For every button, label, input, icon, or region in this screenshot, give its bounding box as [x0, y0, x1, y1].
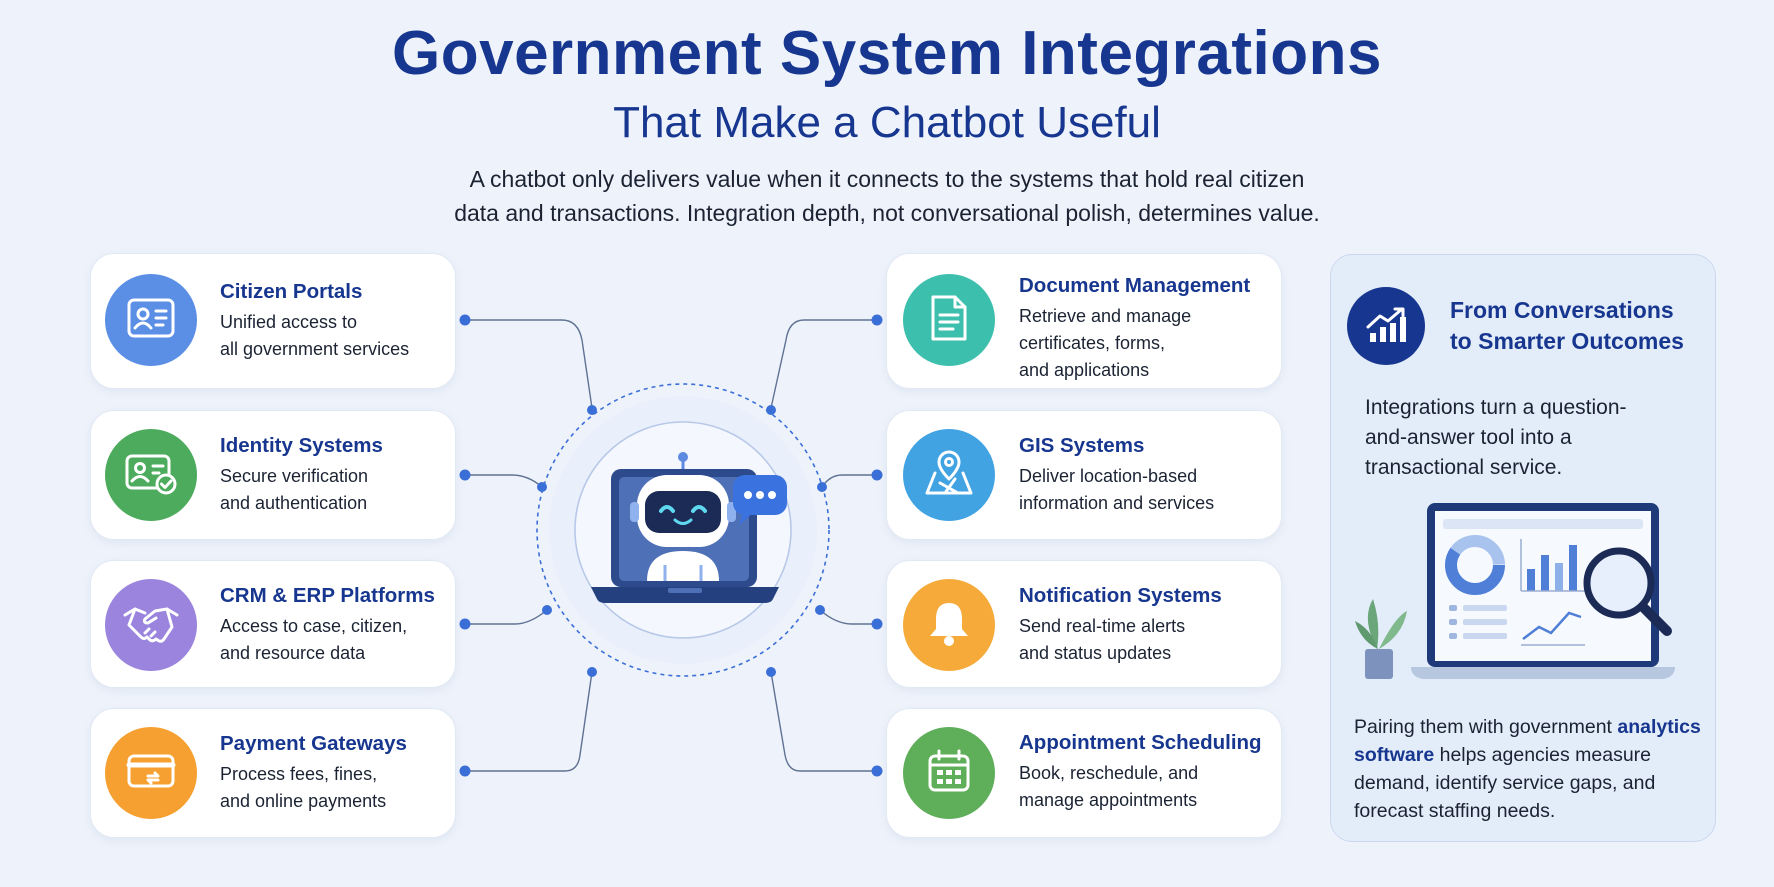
handshake-icon — [123, 603, 179, 648]
circle-appointment-scheduling — [903, 727, 995, 819]
card-gis-systems: GIS Systems Deliver location-based infor… — [886, 410, 1282, 540]
chat-bubble-icon — [733, 475, 787, 525]
card-citizen-portals: Citizen Portals Unified access to all go… — [90, 253, 456, 389]
card-appointment-scheduling: Appointment Scheduling Book, reschedule,… — [886, 708, 1282, 838]
connector-dot — [542, 605, 552, 615]
connector-dot — [459, 618, 471, 630]
connector-dots — [459, 314, 883, 777]
panel-title-line-2: to Smarter Outcomes — [1450, 328, 1684, 354]
card-description: Retrieve and manage certificates, forms,… — [1019, 306, 1192, 380]
connector-payment-gateways — [465, 671, 593, 772]
card-description: Book, reschedule, and manage appointment… — [1019, 763, 1199, 810]
connector-dot — [815, 605, 825, 615]
connector-appointment-scheduling — [770, 671, 877, 772]
circle-notification-systems — [903, 579, 995, 671]
panel-title-line-1: From Conversations — [1450, 297, 1674, 323]
description-line-1: A chatbot only delivers value when it co… — [469, 166, 1305, 192]
connector-dot — [587, 667, 597, 677]
card-description: Deliver location-based information and s… — [1019, 466, 1215, 513]
description-line-2: data and transactions. Integration depth… — [454, 200, 1320, 226]
connector-citizen-portals — [465, 319, 593, 409]
panel-title: From Conversations to Smarter Outcomes — [1450, 295, 1684, 357]
circle-citizen-portals — [105, 274, 197, 366]
verified-id-icon — [124, 450, 178, 501]
connector-dot — [459, 314, 471, 326]
connector-notification-systems — [819, 609, 877, 625]
connector-dot — [766, 667, 776, 677]
growth-chart-icon — [1347, 287, 1425, 365]
credit-card-icon — [126, 750, 176, 797]
card-title: Document Management — [1019, 274, 1251, 297]
card-description: Access to case, citizen, and resource da… — [220, 616, 408, 663]
card-description: Secure verification and authentication — [220, 466, 369, 513]
page-title: Government System Integrations — [391, 19, 1383, 88]
connector-gis-systems — [821, 474, 877, 488]
card-title: Identity Systems — [220, 434, 383, 457]
connector-identity-systems — [465, 474, 543, 488]
connector-dot — [817, 482, 827, 492]
panel-p1-line-2: and-answer tool into a — [1365, 426, 1572, 449]
card-description: Unified access to all government service… — [220, 312, 410, 359]
circle-crm-erp — [105, 579, 197, 671]
map-pin-icon — [923, 449, 975, 502]
connector-dot — [871, 469, 883, 481]
page-subtitle: That Make a Chatbot Useful — [613, 98, 1161, 147]
connector-dot — [871, 618, 883, 630]
connector-dot — [459, 765, 471, 777]
connector-document-management — [770, 319, 877, 409]
connector-dot — [537, 482, 547, 492]
connector-dot — [871, 314, 883, 326]
connector-crm-erp — [465, 609, 548, 625]
panel-paragraph-1: Integrations turn a question- and-answer… — [1365, 393, 1695, 483]
card-description: Process fees, fines, and online payments — [220, 764, 387, 811]
card-document-management: Document Management Retrieve and manage … — [886, 253, 1282, 389]
chatbot-robot-icon — [583, 447, 793, 632]
connector-dot — [871, 765, 883, 777]
calendar-icon — [926, 748, 972, 799]
id-card-icon — [126, 296, 176, 345]
circle-identity-systems — [105, 429, 197, 521]
card-title: GIS Systems — [1019, 434, 1145, 457]
analytics-laptop-illustration — [1351, 499, 1691, 704]
analytics-software-highlight: analytics software — [1354, 716, 1701, 766]
circle-gis-systems — [903, 429, 995, 521]
outcomes-panel: From Conversations to Smarter Outcomes I… — [1330, 254, 1716, 842]
card-title: CRM & ERP Platforms — [220, 584, 435, 607]
outer-dashed-ring — [536, 383, 830, 677]
circle-document-management — [903, 274, 995, 366]
card-identity-systems: Identity Systems Secure verification and… — [90, 410, 456, 540]
card-crm-erp-platforms: CRM & ERP Platforms Access to case, citi… — [90, 560, 456, 688]
panel-p1-line-1: Integrations turn a question- — [1365, 396, 1627, 419]
panel-p1-line-3: transactional service. — [1365, 456, 1563, 479]
card-notification-systems: Notification Systems Send real-time aler… — [886, 560, 1282, 688]
connector-dot — [587, 405, 597, 415]
connector-dot — [766, 405, 776, 415]
panel-paragraph-2: Pairing them with government analytics s… — [1354, 713, 1704, 825]
card-title: Citizen Portals — [220, 280, 363, 303]
connector-dot — [459, 469, 471, 481]
bell-icon — [926, 599, 972, 652]
panel-p2-before: Pairing them with government — [1354, 716, 1618, 738]
card-payment-gateways: Payment Gateways Process fees, fines, an… — [90, 708, 456, 838]
card-title: Notification Systems — [1019, 584, 1222, 607]
circle-payment-gateways — [105, 727, 197, 819]
page-description: A chatbot only delivers value when it co… — [0, 162, 1774, 230]
card-title: Appointment Scheduling — [1019, 731, 1262, 754]
panel-p2-after: helps agencies measure demand, identify … — [1354, 744, 1656, 822]
card-description: Send real-time alerts and status updates — [1019, 616, 1186, 663]
document-icon — [929, 293, 969, 348]
card-title: Payment Gateways — [220, 732, 407, 755]
